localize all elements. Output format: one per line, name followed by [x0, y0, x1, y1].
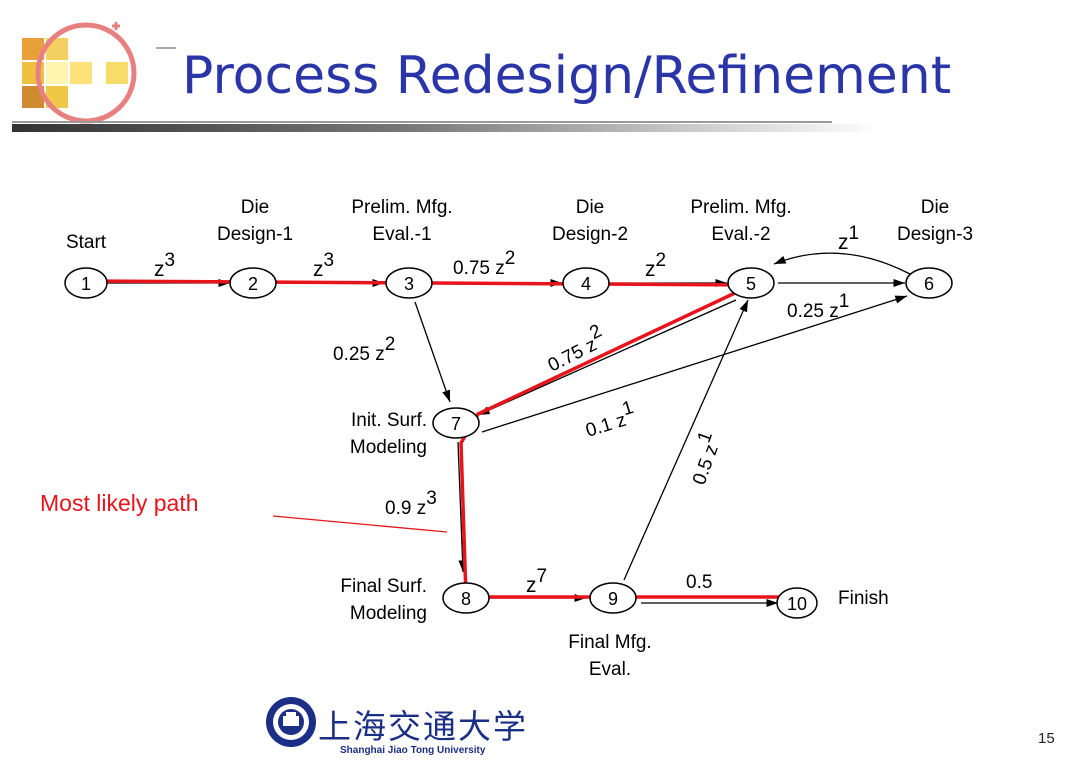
node-6-label-line2: Design-3: [897, 224, 973, 245]
edge-3-4-weight: 0.75 z2: [453, 248, 515, 279]
edge-9-5: [623, 299, 749, 581]
edge-7-6-weight: 0.1 z1: [580, 397, 639, 442]
node-8-number: 8: [461, 589, 471, 609]
node-7-number: 7: [451, 414, 461, 434]
node-4: [562, 267, 610, 299]
node-2-label-line2: Design-1: [217, 224, 293, 245]
node-10-number: 10: [787, 594, 807, 614]
node-9-number: 9: [608, 589, 618, 609]
university-name-chinese: 上海交通大学: [318, 707, 528, 746]
edge-9-10-weight: 0.5: [686, 572, 712, 593]
node-3: [385, 267, 433, 299]
node-1-label: Start: [66, 232, 107, 253]
node-5: [727, 267, 775, 299]
university-seal-icon: [266, 697, 316, 747]
edge-8-9-weight: z7: [526, 566, 547, 597]
edge-1-2-weight: z3: [154, 250, 175, 281]
node-7: [432, 407, 480, 439]
most-likely-path-callout: Most likely path: [40, 490, 199, 516]
title-divider: [12, 124, 882, 132]
edge-6-5: [773, 252, 911, 275]
node-6: [905, 267, 953, 299]
edge-7-8-weight: 0.9 z3: [385, 488, 437, 519]
node-6-number: 6: [924, 274, 934, 294]
node-7-label-line2: Modeling: [350, 437, 427, 458]
edge-5-6-weight: 0.25 z1: [787, 291, 849, 322]
node-5-label-line1: Prelim. Mfg.: [690, 197, 791, 218]
node-1: [64, 267, 108, 299]
edge-3-7-weight: 0.25 z2: [333, 334, 395, 365]
edge-7-6: [481, 295, 908, 433]
edge-2-3-weight: z3: [313, 250, 334, 281]
callout-leader-line: [272, 515, 448, 533]
edge-3-7: [414, 301, 451, 403]
edge-4-5-weight: z2: [645, 250, 666, 281]
node-4-number: 4: [581, 274, 591, 294]
university-name-english: Shanghai Jiao Tong University: [340, 745, 486, 756]
node-10: [776, 587, 818, 619]
node-2: [229, 267, 277, 299]
node-4-label-line1: Die: [576, 197, 605, 218]
node-10-label: Finish: [838, 588, 889, 609]
node-5-number: 5: [746, 274, 756, 294]
node-7-label-line1: Init. Surf.: [351, 410, 427, 431]
node-9: [589, 582, 637, 614]
edge-5-7: [477, 299, 737, 416]
page-number: 15: [1038, 730, 1055, 747]
node-8-label-line1: Final Surf.: [340, 576, 427, 597]
node-4-label-line2: Design-2: [552, 224, 628, 245]
node-8-label-line2: Modeling: [350, 603, 427, 624]
slide-title: Process Redesign/Refinement: [182, 46, 952, 106]
node-8: [442, 582, 490, 614]
node-6-label-line1: Die: [921, 197, 950, 218]
node-3-label-line2: Eval.-1: [372, 224, 431, 245]
node-9-label-line2: Eval.: [589, 659, 631, 680]
node-3-label-line1: Prelim. Mfg.: [351, 197, 452, 218]
node-5-label-line2: Eval.-2: [711, 224, 770, 245]
slide-logo-icon: [22, 22, 176, 124]
edge-6-5-weight: z1: [838, 223, 859, 254]
nodes: [64, 267, 953, 619]
node-9-label-line1: Final Mfg.: [568, 632, 651, 653]
node-3-number: 3: [404, 274, 414, 294]
node-1-number: 1: [81, 274, 91, 294]
title-divider-thin: [12, 121, 832, 123]
edge-7-8: [457, 441, 467, 573]
node-2-label-line1: Die: [241, 197, 270, 218]
node-2-number: 2: [248, 274, 258, 294]
